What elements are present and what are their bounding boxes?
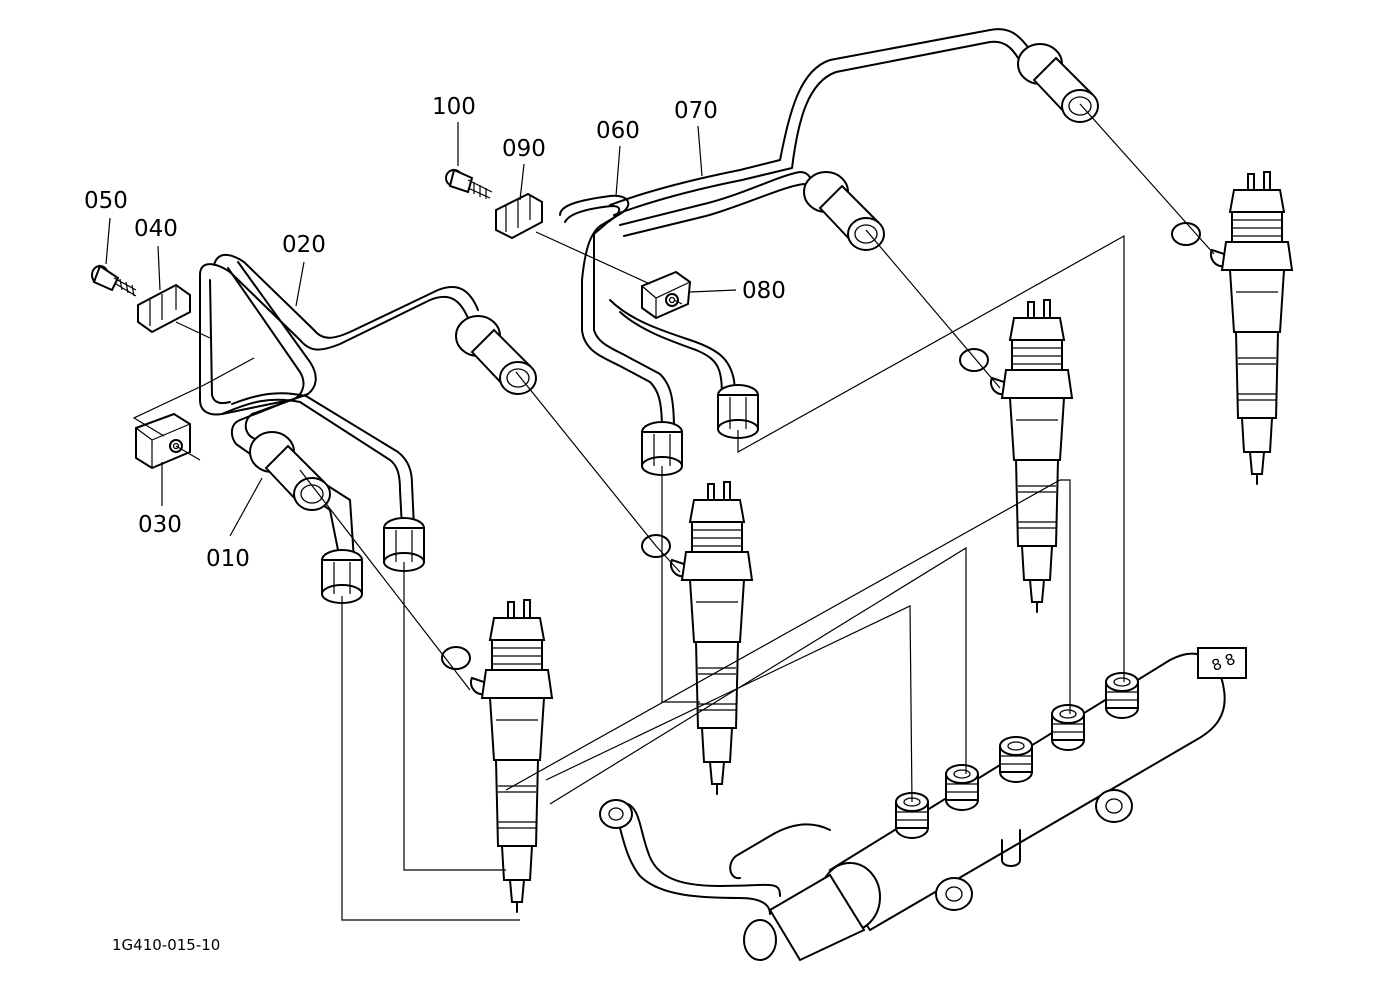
injection-pipe-assembly-060-070 bbox=[559, 28, 1031, 431]
pipe-070-end-fitting-mid bbox=[803, 171, 885, 251]
fuel-injector-4 bbox=[1209, 171, 1293, 485]
part-label-080: 080 bbox=[742, 278, 786, 304]
rail-port-2 bbox=[945, 764, 979, 811]
bolt-100 bbox=[445, 168, 493, 199]
part-label-090: 090 bbox=[502, 136, 546, 162]
part-label-040: 040 bbox=[134, 216, 178, 242]
clamp-040 bbox=[137, 283, 191, 334]
injection-pipe-assembly-020 bbox=[199, 253, 479, 561]
fuel-injector-1 bbox=[469, 599, 553, 913]
label-leader-lines bbox=[105, 122, 737, 537]
part-label-030: 030 bbox=[138, 512, 182, 538]
fuel-injector-2 bbox=[669, 481, 753, 795]
bolt-050 bbox=[91, 264, 137, 297]
o-rings bbox=[441, 222, 1201, 670]
rail-port-3 bbox=[999, 736, 1033, 783]
clamp-080 bbox=[641, 270, 692, 320]
common-rail: 8 8 bbox=[599, 647, 1247, 962]
clamp-030 bbox=[135, 412, 191, 470]
pipe-010-end-fitting bbox=[249, 431, 331, 511]
pipe-nut-left-1 bbox=[321, 549, 363, 604]
rail-port-4 bbox=[1051, 704, 1085, 751]
assembly-guide-lines bbox=[132, 103, 1215, 921]
fuel-injector-3 bbox=[989, 299, 1073, 613]
part-label-050: 050 bbox=[84, 188, 128, 214]
drawing-code: 1G410-015-10 bbox=[112, 936, 220, 954]
part-label-100: 100 bbox=[432, 94, 476, 120]
part-label-010: 010 bbox=[206, 546, 250, 572]
rail-port-5 bbox=[1105, 672, 1139, 719]
clamp-090 bbox=[495, 192, 543, 240]
part-label-060: 060 bbox=[596, 118, 640, 144]
part-label-020: 020 bbox=[282, 232, 326, 258]
part-label-070: 070 bbox=[674, 98, 718, 124]
